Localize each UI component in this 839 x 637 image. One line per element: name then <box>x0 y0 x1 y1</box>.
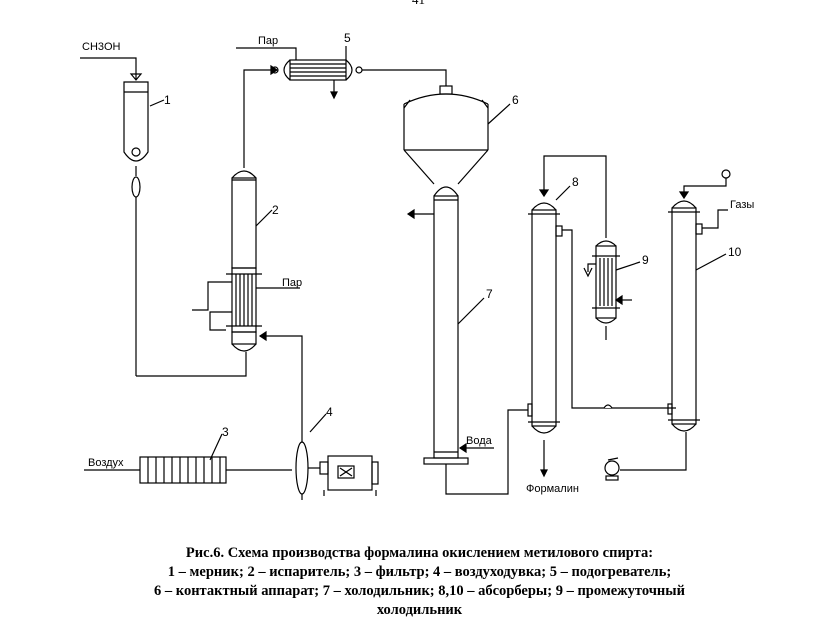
steam-label-top: Пар <box>258 35 278 47</box>
steam-label-side: Пар <box>282 277 302 289</box>
formalin-label: Формалин <box>526 483 579 495</box>
number-9: 9 <box>642 253 649 267</box>
number-3: 3 <box>222 425 229 439</box>
caption-line-4: холодильник <box>376 602 463 618</box>
process-flow-diagram: CH3OH Пар Пар Воздух Вода Формалин Газы … <box>80 31 754 500</box>
air-blower-4 <box>295 430 379 500</box>
cooler-7 <box>406 186 494 465</box>
methanol-label: CH3OH <box>82 41 121 53</box>
contact-apparatus-6 <box>403 85 489 185</box>
number-2: 2 <box>272 203 279 217</box>
caption-title: Рис.6. Схема производства формалина окис… <box>185 545 654 561</box>
number-10: 10 <box>728 245 742 259</box>
intermediate-cooler-9 <box>583 240 632 340</box>
number-6: 6 <box>512 93 519 107</box>
absorber-8 <box>527 202 563 478</box>
number-5: 5 <box>344 31 351 45</box>
caption-line-2: 1 – мерник; 2 – испаритель; 3 – фильтр; … <box>167 564 672 580</box>
figure-caption: Рис.6. Схема производства формалина окис… <box>0 544 839 620</box>
evaporator-2 <box>192 170 300 355</box>
circulation-pump <box>604 432 687 481</box>
page-number: 41 <box>412 0 425 8</box>
filter-3 <box>139 456 227 484</box>
number-4: 4 <box>326 405 333 419</box>
number-8: 8 <box>572 175 579 189</box>
absorber-10 <box>667 200 728 432</box>
water-label: Вода <box>466 435 493 447</box>
gases-label: Газы <box>730 199 754 211</box>
number-7: 7 <box>486 287 493 301</box>
measuring-tank-1 <box>80 57 149 376</box>
number-1: 1 <box>164 93 171 107</box>
heater-5 <box>271 56 363 100</box>
caption-line-3: 6 – контактный аппарат; 7 – холодильник;… <box>154 583 685 599</box>
air-label: Воздух <box>88 457 124 469</box>
